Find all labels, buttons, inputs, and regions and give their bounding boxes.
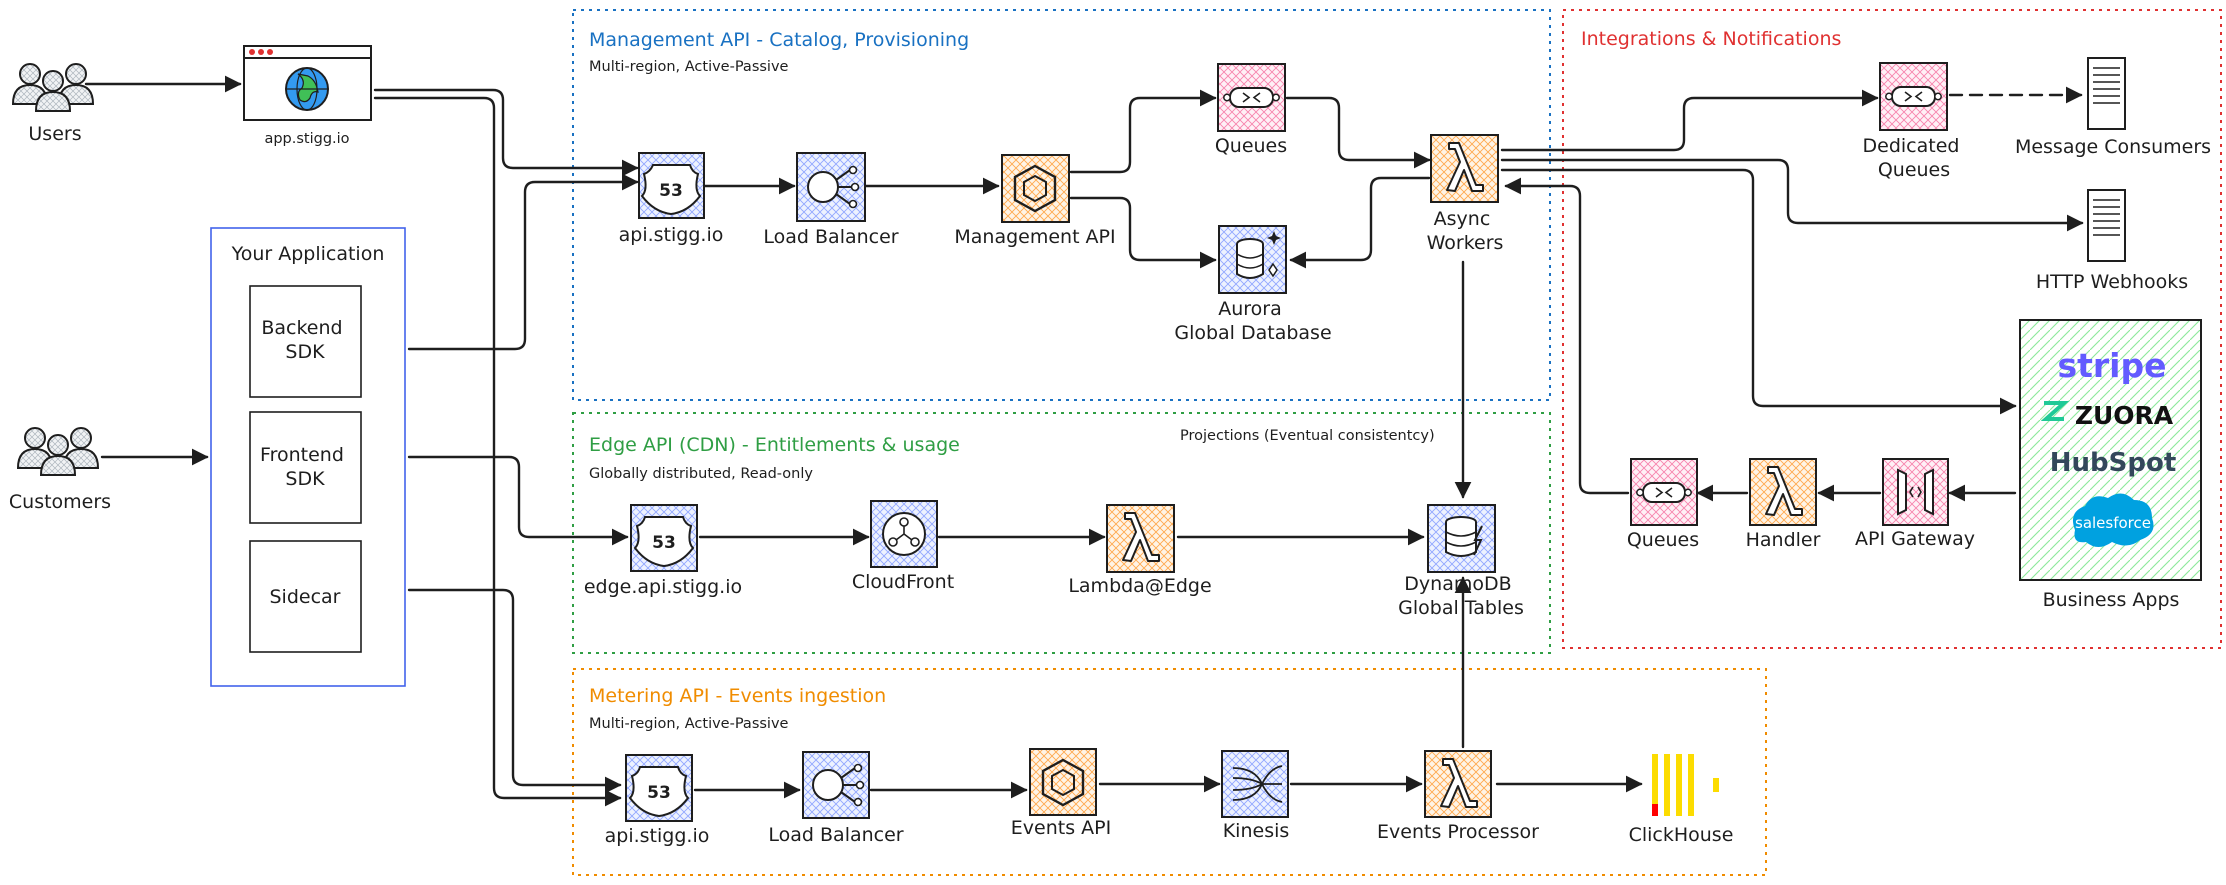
async-workers-label: Async Workers <box>1427 208 1504 254</box>
metering-title: Metering API - Events ingestion <box>589 685 886 707</box>
frontend-sdk-box <box>249 411 362 524</box>
edge-queues-to-workers-return <box>1504 177 1630 495</box>
svg-text:53: 53 <box>659 181 683 201</box>
load-balancer-icon <box>796 152 866 222</box>
users-icon <box>12 63 94 112</box>
kinesis-icon <box>1221 750 1289 818</box>
events-api-label: Events API <box>1011 817 1111 839</box>
edge-route53-label: edge.api.stigg.io <box>584 576 742 598</box>
frontend-sdk-label: Frontend SDK <box>260 444 350 490</box>
metering-subtitle: Multi-region, Active-Passive <box>589 716 789 732</box>
sidecar-box <box>249 540 362 653</box>
users-label: Users <box>28 123 81 145</box>
http-webhooks-label: HTTP Webhooks <box>2036 271 2188 293</box>
route53-icon: 53 <box>638 152 705 219</box>
edge-group-border <box>572 412 1551 654</box>
dynamodb-label: DynamoDB Global Tables <box>1398 573 1524 619</box>
management-subtitle: Multi-region, Active-Passive <box>589 59 789 75</box>
mgmt-queues-label: Queues <box>1215 135 1287 157</box>
backend-sdk-box <box>249 285 362 398</box>
message-consumers-label: Message Consumers <box>2015 136 2211 158</box>
clickhouse-label: ClickHouse <box>1629 824 1734 846</box>
server-icon <box>2087 57 2126 130</box>
svg-text:HubSpot: HubSpot <box>2050 448 2177 478</box>
ecs-container-icon <box>1001 154 1070 223</box>
customers-icon <box>17 427 99 476</box>
edge-mgmt-to-queues <box>1069 89 1217 174</box>
edge-webapp-to-metering <box>373 96 622 807</box>
projections-label: Projections (Eventual consistentcy) <box>1180 428 1435 444</box>
management-title: Management API - Catalog, Provisioning <box>589 29 969 51</box>
aurora-label: Aurora Global Database <box>1174 298 1331 344</box>
business-apps-label: Business Apps <box>2043 589 2180 611</box>
webhook-server-icon <box>2087 189 2126 262</box>
cloudfront-label: CloudFront <box>852 571 954 593</box>
clickhouse-logo <box>1652 754 1719 816</box>
integrations-title: Integrations & Notifications <box>1581 28 1841 50</box>
aurora-database-icon <box>1218 225 1287 294</box>
lambda-icon <box>1430 134 1499 203</box>
metering-group-border <box>572 668 1767 876</box>
lambda-edge-icon <box>1106 504 1175 573</box>
integrations-queues-label: Queues <box>1627 529 1699 551</box>
edge-queues-to-workers <box>1285 96 1431 169</box>
salesforce-logo: salesforce <box>2072 493 2154 547</box>
edge-frontend-to-edge <box>407 455 629 546</box>
queue-icon <box>1217 63 1286 132</box>
handler-lambda-icon <box>1749 458 1817 526</box>
sidecar-label: Sidecar <box>270 586 341 608</box>
svg-text:53: 53 <box>652 533 676 553</box>
metering-route53-icon: 53 <box>625 754 693 822</box>
edge-workers-to-business-apps <box>1500 168 2017 415</box>
edge-workers-to-aurora <box>1289 176 1431 269</box>
mgmt-route53-label: api.stigg.io <box>619 224 724 246</box>
lambda-edge-label: Lambda@Edge <box>1068 575 1211 597</box>
edge-webapp-to-mgmt-api <box>373 88 639 177</box>
edge-subtitle: Globally distributed, Read-only <box>589 466 813 482</box>
cloudfront-icon <box>870 500 938 568</box>
dynamodb-icon <box>1427 504 1496 573</box>
svg-text:ZUORA: ZUORA <box>2075 401 2174 430</box>
svg-text:53: 53 <box>647 783 671 803</box>
backend-sdk-label: Backend SDK <box>261 317 348 363</box>
api-gateway-icon <box>1882 458 1949 526</box>
svg-text:salesforce: salesforce <box>2075 514 2151 532</box>
edge-workers-to-dedicated-queues <box>1500 89 1879 152</box>
events-api-icon <box>1029 748 1097 816</box>
edge-title: Edge API (CDN) - Entitlements & usage <box>589 434 960 456</box>
svg-text:stripe: stripe <box>2057 346 2166 385</box>
hubspot-logo: HubSpot <box>2050 448 2177 478</box>
customers-label: Customers <box>9 491 111 513</box>
metering-load-balancer-icon <box>802 751 870 819</box>
events-processor-label: Events Processor <box>1377 821 1539 843</box>
integrations-group-border <box>1562 9 2222 649</box>
management-group-border <box>572 9 1551 401</box>
edge-backend-to-mgmt <box>407 173 639 351</box>
kinesis-label: Kinesis <box>1223 820 1290 842</box>
browser-window-icon <box>243 45 372 121</box>
metering-route53-label: api.stigg.io <box>605 825 710 847</box>
mgmt-api-label: Management API <box>954 226 1115 248</box>
integrations-queue-icon <box>1630 458 1698 526</box>
mgmt-lb-label: Load Balancer <box>763 226 898 248</box>
events-processor-icon <box>1424 750 1492 818</box>
edge-mgmt-to-aurora <box>1069 196 1217 269</box>
edge-route53-icon: 53 <box>630 504 698 572</box>
dedicated-queue-icon <box>1879 62 1948 131</box>
your-application-title: Your Application <box>231 243 385 265</box>
stripe-logo: stripe <box>2057 346 2166 385</box>
edge-workers-to-webhooks <box>1500 158 2084 232</box>
zuora-logo: ZUORA <box>2040 401 2174 430</box>
connectors <box>84 75 2084 807</box>
web-app-label: app.stigg.io <box>264 131 349 147</box>
handler-label: Handler <box>1746 529 1821 551</box>
metering-lb-label: Load Balancer <box>768 824 903 846</box>
api-gateway-label: API Gateway <box>1855 528 1975 550</box>
edge-sidecar-to-metering <box>407 588 622 794</box>
dedicated-queues-label: Dedicated Queues <box>1863 135 1966 181</box>
